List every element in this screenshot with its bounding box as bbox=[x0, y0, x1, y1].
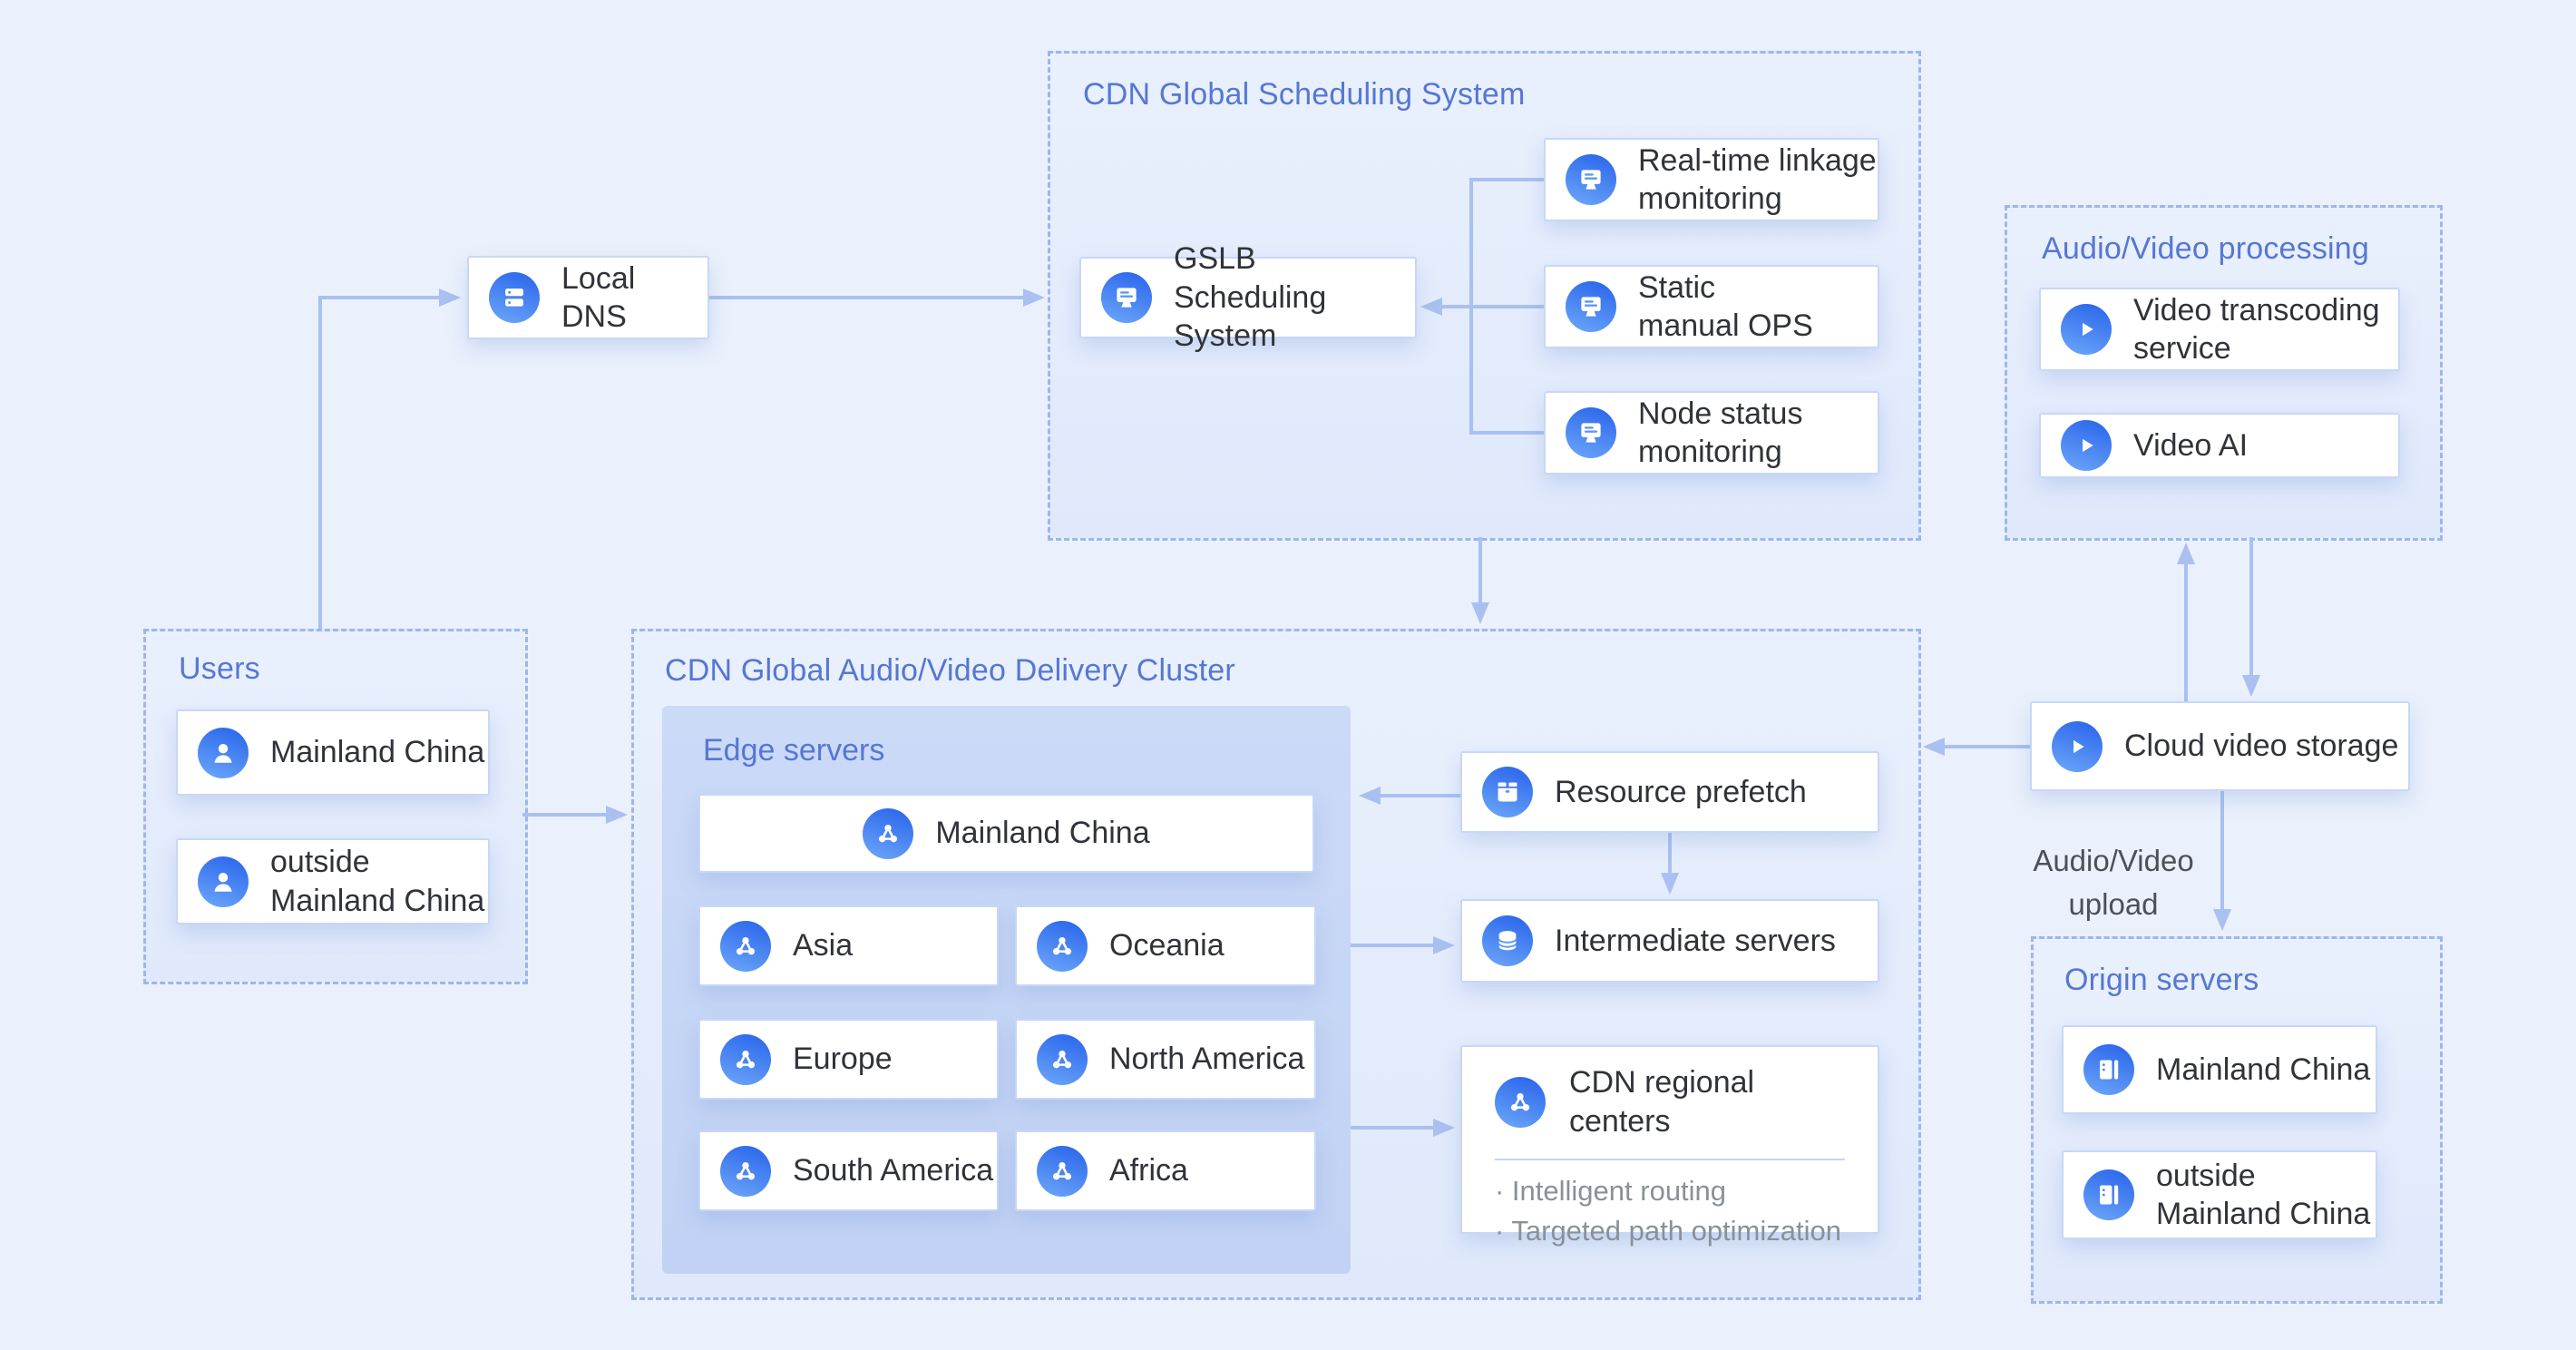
node-resource-prefetch: Resource prefetch bbox=[1460, 751, 1879, 833]
group-title-scheduling: CDN Global Scheduling System bbox=[1083, 77, 1526, 112]
node-origin-outside-mainland-china: outside Mainland China bbox=[2062, 1150, 2377, 1239]
user-icon bbox=[198, 856, 249, 907]
monitor-icon bbox=[1566, 281, 1616, 332]
monitor-icon bbox=[1566, 407, 1616, 458]
bullet-intelligent-routing: · Intelligent routing bbox=[1495, 1175, 1727, 1207]
node-label: Resource prefetch bbox=[1555, 774, 1807, 809]
play-icon bbox=[2052, 720, 2103, 772]
node-realtime-linkage-monitoring: Real-time linkage monitoring bbox=[1544, 138, 1879, 221]
node-edge-oceania: Oceania bbox=[1015, 905, 1316, 986]
node-label: Mainland China bbox=[935, 816, 1150, 851]
connector-av-processing-to-storage bbox=[2242, 537, 2260, 697]
node-label: Intermediate servers bbox=[1555, 923, 1836, 958]
group-title-users: Users bbox=[179, 651, 260, 686]
node-edge-north-america: North America bbox=[1015, 1019, 1316, 1100]
node-local-dns: Local DNS bbox=[467, 256, 709, 339]
network-node-icon bbox=[863, 807, 914, 859]
node-users-outside-mainland-china: outside Mainland China bbox=[176, 838, 490, 924]
node-cloud-video-storage: Cloud video storage bbox=[2030, 701, 2410, 791]
regional-centers-bullets: · Intelligent routing · Targeted path op… bbox=[1462, 1160, 1878, 1251]
node-label: Real-time linkage monitoring bbox=[1638, 142, 1877, 217]
server-stack-icon bbox=[489, 272, 540, 323]
label-audio-video-upload: Audio/Video upload bbox=[2033, 844, 2194, 921]
connector-edge-to-regional-centers bbox=[1351, 1119, 1455, 1137]
network-node-icon bbox=[1037, 1033, 1088, 1085]
connector-localdns-to-scheduling bbox=[709, 289, 1045, 307]
connector-monitoring-bracket-to-gslb bbox=[1420, 178, 1544, 435]
package-icon bbox=[1482, 767, 1533, 817]
connector-scheduling-to-delivery bbox=[1471, 537, 1489, 624]
server-cabinet-icon bbox=[2083, 1044, 2134, 1095]
node-label: Video AI bbox=[2133, 427, 2249, 463]
node-video-transcoding-service: Video transcoding service bbox=[2039, 288, 2400, 371]
connector-users-to-localdns bbox=[318, 289, 461, 629]
server-cabinet-icon bbox=[2083, 1169, 2134, 1220]
network-node-icon bbox=[1495, 1076, 1546, 1128]
node-label: North America bbox=[1109, 1042, 1305, 1077]
database-icon bbox=[1482, 915, 1533, 966]
node-origin-mainland-china: Mainland China bbox=[2062, 1025, 2377, 1114]
user-icon bbox=[198, 727, 249, 778]
node-label: Mainland China bbox=[2156, 1052, 2371, 1087]
play-icon bbox=[2061, 304, 2112, 355]
node-label: Oceania bbox=[1109, 928, 1225, 964]
play-icon bbox=[2061, 420, 2112, 471]
connector-users-to-delivery bbox=[522, 806, 628, 824]
connector-storage-to-av-processing bbox=[2177, 543, 2195, 701]
node-cdn-regional-centers: CDN regional centers · Intelligent routi… bbox=[1460, 1045, 1879, 1247]
network-node-icon bbox=[720, 920, 771, 972]
monitor-icon bbox=[1101, 272, 1152, 323]
node-video-ai: Video AI bbox=[2039, 413, 2400, 478]
node-edge-africa: Africa bbox=[1015, 1130, 1316, 1211]
node-label: Europe bbox=[793, 1042, 893, 1077]
node-label: Asia bbox=[793, 928, 854, 964]
node-label: Node status monitoring bbox=[1638, 396, 1803, 470]
connector-edge-to-intermediate bbox=[1351, 936, 1455, 954]
network-node-icon bbox=[1037, 920, 1088, 972]
connector-storage-to-delivery bbox=[1923, 738, 2030, 756]
node-label: CDN regional centers bbox=[1569, 1065, 1755, 1139]
node-label: Static manual OPS bbox=[1638, 269, 1813, 344]
node-edge-south-america: South America bbox=[698, 1130, 999, 1211]
node-label: Local DNS bbox=[561, 260, 636, 335]
node-edge-mainland-china: Mainland China bbox=[698, 794, 1314, 873]
panel-title-edge-servers: Edge servers bbox=[703, 733, 885, 768]
connector-prefetch-to-intermediate bbox=[1661, 833, 1679, 895]
network-node-icon bbox=[1037, 1145, 1088, 1197]
group-origin-servers: Origin servers bbox=[2031, 936, 2443, 1304]
node-node-status-monitoring: Node status monitoring bbox=[1544, 391, 1879, 474]
node-label: Mainland China bbox=[270, 735, 485, 770]
group-av-processing: Audio/Video processing bbox=[2005, 205, 2443, 541]
connector-prefetch-to-edge bbox=[1359, 787, 1460, 805]
divider bbox=[1495, 1159, 1845, 1160]
group-users: Users bbox=[143, 629, 528, 984]
node-label: outside Mainland China bbox=[2156, 1158, 2371, 1232]
network-node-icon bbox=[720, 1145, 771, 1197]
connector-storage-to-origin bbox=[2213, 791, 2231, 931]
group-title-delivery: CDN Global Audio/Video Delivery Cluster bbox=[665, 653, 1235, 688]
monitor-icon bbox=[1566, 154, 1616, 205]
node-label: South America bbox=[793, 1153, 994, 1189]
group-title-origin: Origin servers bbox=[2064, 963, 2259, 997]
node-gslb-scheduling-system: GSLB Scheduling System bbox=[1079, 241, 1417, 353]
node-users-mainland-china: Mainland China bbox=[176, 709, 490, 796]
node-label: Africa bbox=[1109, 1153, 1188, 1189]
node-intermediate-servers: Intermediate servers bbox=[1460, 899, 1879, 983]
regional-centers-header: CDN regional centers bbox=[1462, 1047, 1878, 1140]
node-static-manual-ops: Static manual OPS bbox=[1544, 265, 1879, 348]
node-label: GSLB Scheduling System bbox=[1174, 241, 1327, 354]
node-edge-asia: Asia bbox=[698, 905, 999, 986]
group-title-av-processing: Audio/Video processing bbox=[2042, 231, 2370, 266]
node-label: Cloud video storage bbox=[2124, 729, 2399, 764]
node-label: Video transcoding service bbox=[2133, 292, 2380, 367]
bullet-targeted-path-optimization: · Targeted path optimization bbox=[1495, 1215, 1841, 1247]
node-label: outside Mainland China bbox=[270, 845, 485, 918]
network-node-icon bbox=[720, 1033, 771, 1085]
node-edge-europe: Europe bbox=[698, 1019, 999, 1100]
